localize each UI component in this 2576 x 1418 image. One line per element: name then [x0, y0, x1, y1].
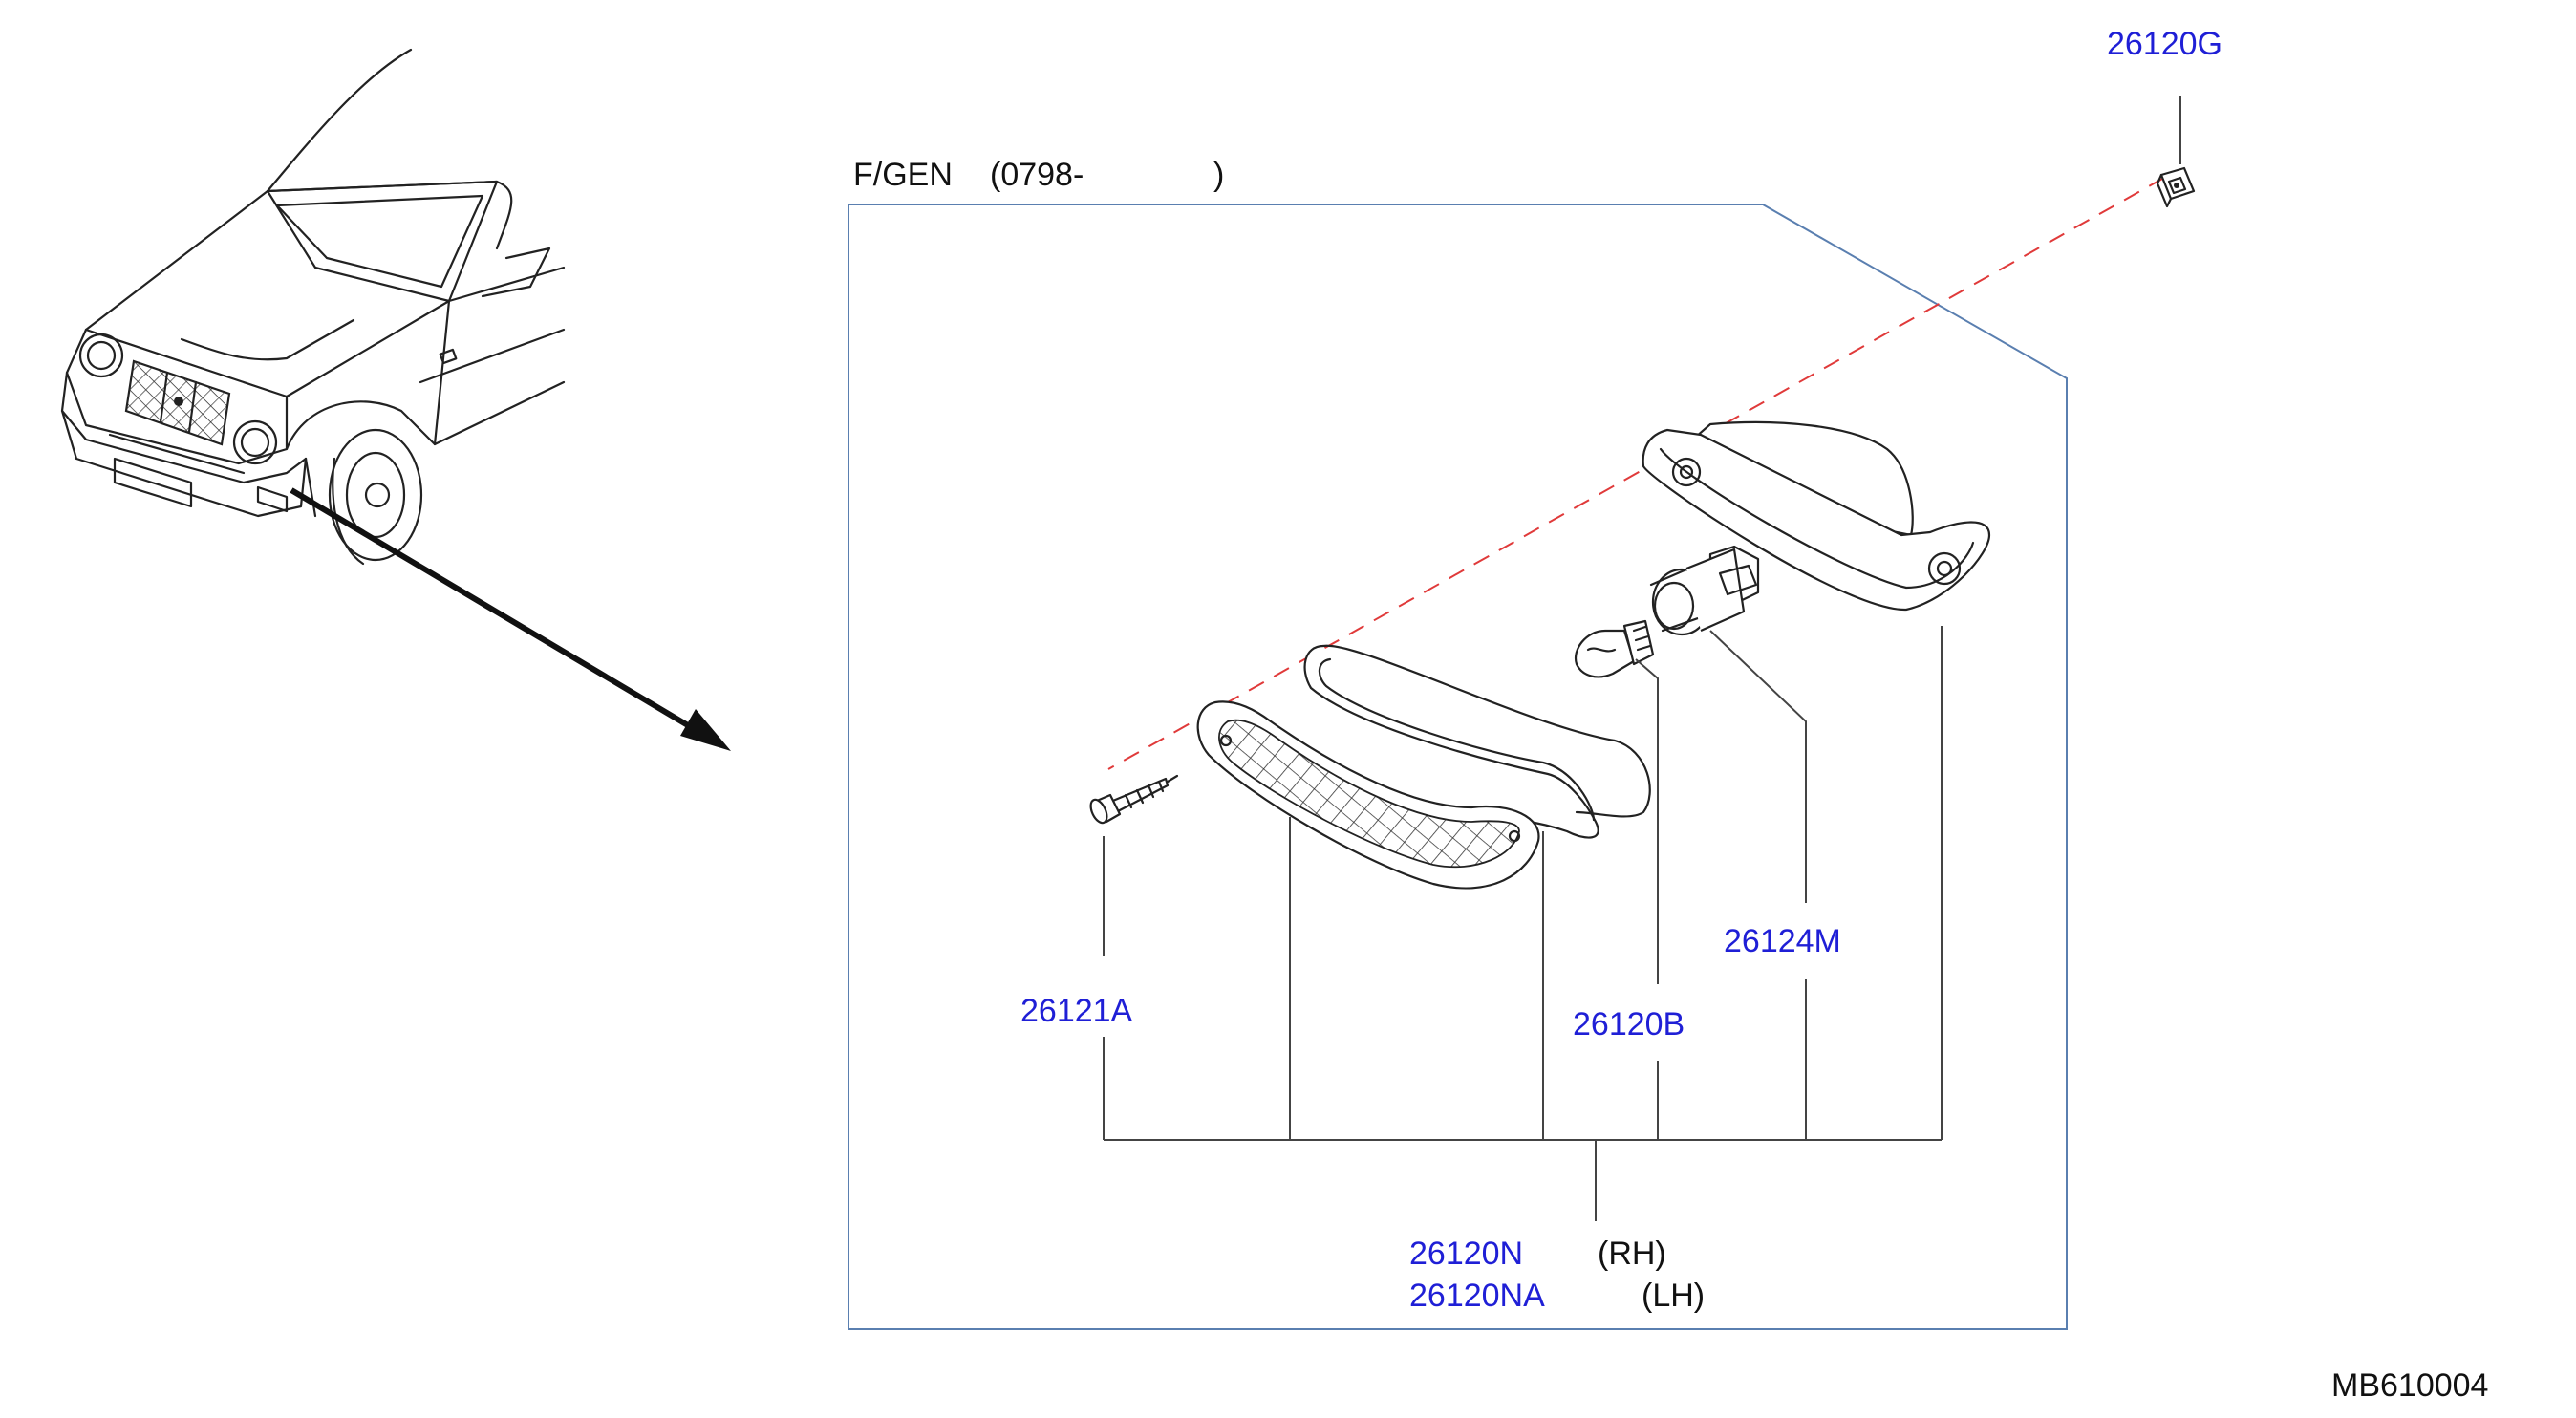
diagram-code: MB610004	[2331, 1367, 2489, 1404]
assembly-rh-side: (RH)	[1598, 1235, 1666, 1272]
part-number-assembly-lh[interactable]: 26120NA	[1409, 1278, 1545, 1314]
screw-part[interactable]	[1087, 774, 1179, 826]
assembly-frame	[848, 204, 2068, 1330]
date-range-start: (0798-	[990, 157, 1084, 193]
socket-part[interactable]	[1649, 545, 1760, 636]
date-range-end: )	[1213, 157, 1225, 193]
gasket-part[interactable]	[1303, 644, 1651, 839]
part-number-bulb[interactable]: 26120B	[1573, 1006, 1685, 1042]
assembly-centerline	[1107, 177, 2165, 770]
part-number-assembly-rh[interactable]: 26120N	[1409, 1235, 1524, 1272]
leader-lines	[1103, 626, 1943, 1221]
assembly-lh-side: (LH)	[1642, 1278, 1706, 1314]
bulb-part[interactable]	[1574, 619, 1655, 678]
lens-part[interactable]	[1196, 700, 1540, 890]
clip-part[interactable]	[2156, 166, 2196, 208]
part-number-socket[interactable]: 26124M	[1724, 923, 1841, 959]
vehicle-illustration	[60, 48, 731, 751]
model-label: F/GEN	[853, 157, 953, 193]
lamp-housing[interactable]	[1642, 420, 1991, 612]
part-number-clip[interactable]: 26120G	[2107, 26, 2222, 62]
part-number-screw[interactable]: 26121A	[1020, 993, 1133, 1029]
